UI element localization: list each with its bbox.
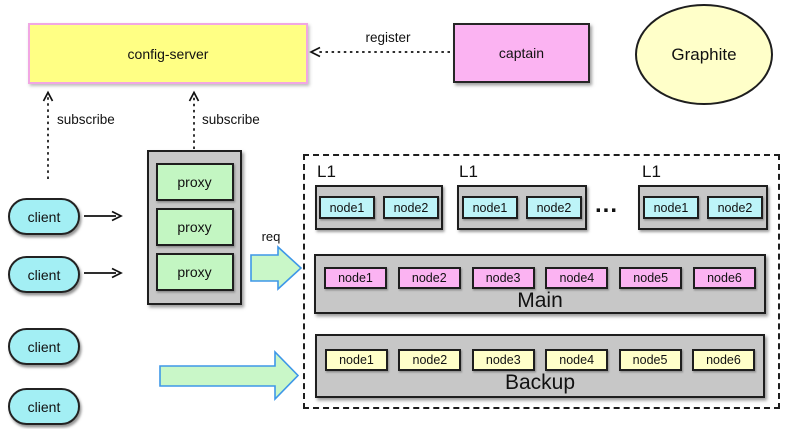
client-label: client xyxy=(27,398,61,415)
cluster-dashed-container xyxy=(303,154,780,409)
config-server-box: config-server xyxy=(28,23,308,84)
main-node: node4 xyxy=(545,267,609,289)
proxy-box-2: proxy xyxy=(155,208,234,246)
backup-node: node5 xyxy=(618,349,682,371)
l1-ellipsis: ... xyxy=(595,191,619,218)
captain-box: captain xyxy=(453,23,590,83)
graphite-label: Graphite xyxy=(671,44,737,64)
config-server-label: config-server xyxy=(127,45,209,62)
proxy-label: proxy xyxy=(177,219,212,235)
req-block-arrow xyxy=(250,245,303,291)
client-label: client xyxy=(27,208,61,225)
l1-node: node1 xyxy=(462,196,518,219)
backup-node: node1 xyxy=(325,349,388,371)
subscribe-right-label: subscribe xyxy=(202,112,260,127)
l1-title-1: L1 xyxy=(317,162,336,181)
main-node: node1 xyxy=(324,267,387,289)
client-node-2: client xyxy=(8,256,80,293)
backup-rack-label: Backup xyxy=(504,371,576,394)
subscribe-left-label: subscribe xyxy=(57,112,115,127)
proxy-label: proxy xyxy=(177,264,212,280)
main-node: node3 xyxy=(471,267,535,289)
client-label: client xyxy=(27,338,61,355)
l1-node: node2 xyxy=(383,196,439,219)
l1-node: node1 xyxy=(319,196,375,219)
l1-title-2: L1 xyxy=(459,162,478,181)
backup-rack: node1 node2 node3 node4 node5 node6 Back… xyxy=(315,334,765,398)
req-label: req xyxy=(261,229,281,244)
l1-group-2: node1 node2 xyxy=(457,185,587,230)
client-node-3: client xyxy=(8,328,80,365)
l1-node: node2 xyxy=(526,196,582,219)
backup-node: node6 xyxy=(691,349,755,371)
proxy-stack: proxy proxy proxy xyxy=(147,150,242,305)
backup-node: node3 xyxy=(471,349,535,371)
proxy-box-3: proxy xyxy=(155,253,234,291)
main-node: node2 xyxy=(397,267,461,289)
l1-node: node1 xyxy=(643,196,699,219)
backup-node-row: node1 node2 node3 node4 node5 node6 xyxy=(317,349,763,371)
main-node-row: node1 node2 node3 node4 node5 node6 xyxy=(316,267,764,289)
main-rack-label: Main xyxy=(517,289,563,312)
graphite-ellipse: Graphite xyxy=(635,4,773,105)
proxy-label: proxy xyxy=(177,174,212,190)
l1-group-3: node1 node2 xyxy=(638,185,768,230)
client-node-4: client xyxy=(8,388,80,425)
register-arrowhead xyxy=(309,46,321,58)
proxy-box-1: proxy xyxy=(155,163,234,201)
captain-label: captain xyxy=(498,45,545,61)
client1-proxy-arrowhead xyxy=(111,210,123,222)
subscribe-left-arrowhead xyxy=(42,90,54,102)
client-node-1: client xyxy=(8,198,80,235)
client2-proxy-arrowhead xyxy=(111,267,123,279)
main-rack: node1 node2 node3 node4 node5 node6 Main xyxy=(314,254,766,314)
l1-group-1: node1 node2 xyxy=(315,185,443,230)
backup-block-arrow xyxy=(159,350,300,401)
main-node: node5 xyxy=(619,267,683,289)
backup-node: node4 xyxy=(545,349,609,371)
l1-node: node2 xyxy=(707,196,763,219)
main-node: node6 xyxy=(692,267,756,289)
backup-node: node2 xyxy=(398,349,462,371)
subscribe-right-arrowhead xyxy=(188,90,200,102)
client-label: client xyxy=(27,266,61,283)
register-label: register xyxy=(365,30,411,45)
l1-title-3: L1 xyxy=(642,162,661,181)
